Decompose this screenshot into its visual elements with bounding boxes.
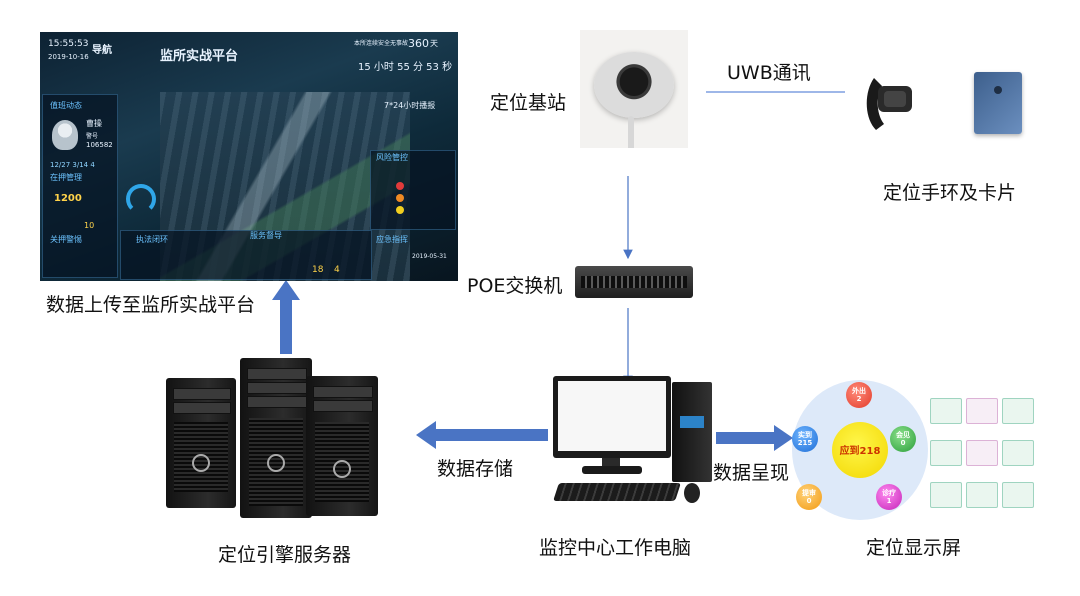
card-hole <box>994 86 1002 94</box>
presentation-label: 数据呈现 <box>713 462 790 484</box>
room-tile <box>1002 482 1034 508</box>
safe-days-label: 本所连续安全无事故 <box>354 40 409 47</box>
key-people-title: 关押警惕 <box>50 235 82 244</box>
storage-label: 数据存储 <box>437 458 514 480</box>
upload-arrow <box>272 280 300 354</box>
pc-tower-icon <box>672 382 712 482</box>
duty-title: 值班动态 <box>50 101 82 110</box>
law-enforcement-title: 执法闭环 <box>136 235 168 244</box>
room-tile <box>1002 398 1034 424</box>
room-tile <box>930 398 962 424</box>
risk-mid-icon <box>396 194 404 202</box>
platform-title: 监所实战平台 <box>160 49 239 64</box>
room-tile <box>930 440 962 466</box>
room-tile <box>966 398 998 424</box>
room-tile <box>966 440 998 466</box>
base-station-photo <box>580 30 688 148</box>
report-24h-title: 7*24小时播报 <box>384 101 436 110</box>
uwb-label: UWB通讯 <box>727 62 811 84</box>
safe-days-value: 360 <box>408 37 429 50</box>
server-label: 定位引擎服务器 <box>218 544 352 566</box>
location-card-icon <box>974 72 1022 134</box>
mouse-icon <box>684 483 700 503</box>
base-station-label: 定位基站 <box>490 92 567 114</box>
footer-date: 2019-05-31 <box>412 253 447 260</box>
platform-date: 2019-10-16 <box>48 53 89 61</box>
count-four: 4 <box>334 265 340 275</box>
display-label: 定位显示屏 <box>866 537 962 559</box>
risk-high-icon <box>396 182 404 190</box>
server-right <box>306 376 378 516</box>
presentation-arrow <box>716 425 793 451</box>
platform-screenshot: 15:55:53 2019-10-16 导航 监所实战平台 本所连续安全无事故 … <box>40 32 458 281</box>
monitor-icon <box>553 376 671 458</box>
server-center <box>240 358 312 518</box>
poe-switch-label: POE交换机 <box>467 275 563 297</box>
switch-ports <box>581 276 687 288</box>
risk-low-icon <box>396 206 404 214</box>
storage-arrow <box>416 421 548 449</box>
center-label: 应到218 <box>839 446 881 457</box>
custody-stats: 12/27 3/14 4 <box>50 161 95 169</box>
emergency-title: 应急指挥 <box>376 235 408 244</box>
upload-label: 数据上传至监所实战平台 <box>46 294 256 316</box>
in-custody-title: 在押管理 <box>50 173 82 182</box>
wristband-card-label: 定位手环及卡片 <box>883 182 1017 204</box>
service-title: 服务督导 <box>250 231 282 240</box>
platform-nav: 导航 <box>92 45 112 56</box>
officer-id-label: 警号 <box>86 133 99 140</box>
left-panel <box>42 94 118 278</box>
officer-name: 曹操 <box>86 119 102 128</box>
monitor-base <box>582 466 642 474</box>
poe-switch-image <box>575 266 693 298</box>
platform-time: 15:55:53 <box>48 39 89 49</box>
key-count: 10 <box>84 221 95 230</box>
officer-avatar <box>52 120 78 150</box>
risk-title: 风险管控 <box>376 153 408 162</box>
officer-id: 106582 <box>86 141 113 149</box>
server-left <box>166 378 236 508</box>
room-tile <box>966 482 998 508</box>
safe-days-unit: 天 <box>430 39 438 48</box>
cable-icon <box>628 116 634 148</box>
server-logo-icon <box>192 454 210 472</box>
count-eighteen: 18 <box>312 265 324 275</box>
custody-count: 1200 <box>54 193 82 204</box>
status-center: 应到218 <box>832 422 888 478</box>
wristband-icon <box>866 78 912 130</box>
server-logo-icon <box>267 454 285 472</box>
server-logo-icon <box>333 460 351 478</box>
keyboard-icon <box>553 483 681 501</box>
monitor-stand <box>602 458 620 468</box>
room-tile <box>930 482 962 508</box>
room-tile <box>1002 440 1034 466</box>
dome-camera-icon <box>594 52 674 118</box>
countdown: 15 小时 55 分 53 秒 <box>358 62 453 73</box>
workstation-label: 监控中心工作电脑 <box>539 537 692 559</box>
bottom-panel <box>120 230 372 280</box>
gauge-icon <box>126 184 156 214</box>
risk-panel <box>370 150 456 230</box>
